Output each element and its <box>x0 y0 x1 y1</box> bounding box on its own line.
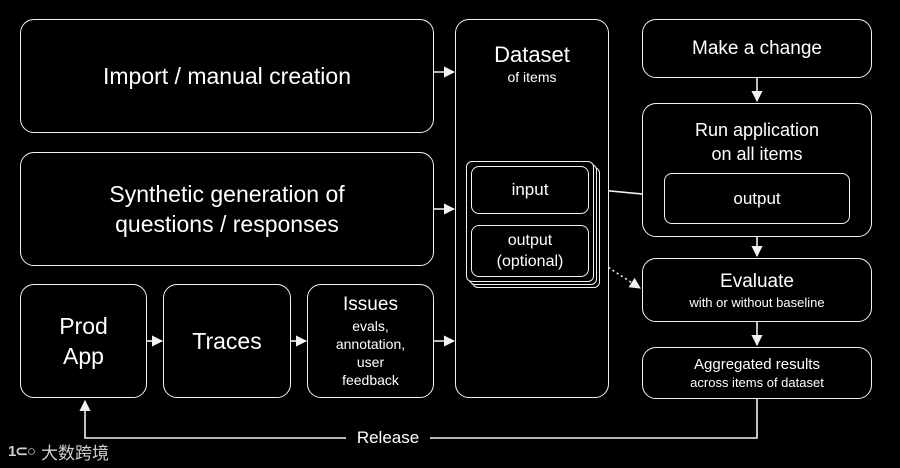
make-change-label: Make a change <box>692 37 822 59</box>
evaluate-box: Evaluate with or without baseline <box>642 258 872 322</box>
synthetic-box: Synthetic generation of questions / resp… <box>20 152 434 266</box>
prod-app-box: Prod App <box>20 284 147 398</box>
synthetic-label: Synthetic generation of questions / resp… <box>109 181 345 237</box>
run-output-label: output <box>733 188 781 208</box>
issues-detail: evals, annotation, user feedback <box>335 318 406 388</box>
aggregated-results-title: Aggregated results <box>694 356 820 373</box>
watermark: 1⊂○ 大数跨境 <box>8 440 109 463</box>
evaluate-subtitle: with or without baseline <box>689 294 825 310</box>
dataset-input-label: input <box>511 180 549 199</box>
watermark-text: 大数跨境 <box>40 443 109 463</box>
dataset-output-label: output (optional) <box>496 232 564 270</box>
dataset-title: Dataset <box>494 42 570 67</box>
make-change-box: Make a change <box>642 19 872 78</box>
traces-box: Traces <box>163 284 291 398</box>
prod-app-label: Prod App <box>59 313 108 369</box>
dataset-input-box: input <box>471 166 589 214</box>
issues-box: Issues evals, annotation, user feedback <box>307 284 434 398</box>
run-application-label: Run application on all items <box>694 120 820 164</box>
watermark-logo-icon: 1⊂○ <box>8 443 36 460</box>
dataset-output-box: output (optional) <box>471 225 589 277</box>
aggregated-results-box: Aggregated results across items of datas… <box>642 347 872 399</box>
dataset-subtitle: of items <box>507 69 557 85</box>
import-label: Import / manual creation <box>102 63 351 89</box>
evaluate-title: Evaluate <box>720 270 794 292</box>
issues-title: Issues <box>343 294 398 315</box>
traces-label: Traces <box>192 328 262 354</box>
aggregated-results-subtitle: across items of dataset <box>690 375 824 390</box>
release-label: Release <box>346 427 430 449</box>
run-output-box: output <box>664 173 850 224</box>
import-box: Import / manual creation <box>20 19 434 133</box>
